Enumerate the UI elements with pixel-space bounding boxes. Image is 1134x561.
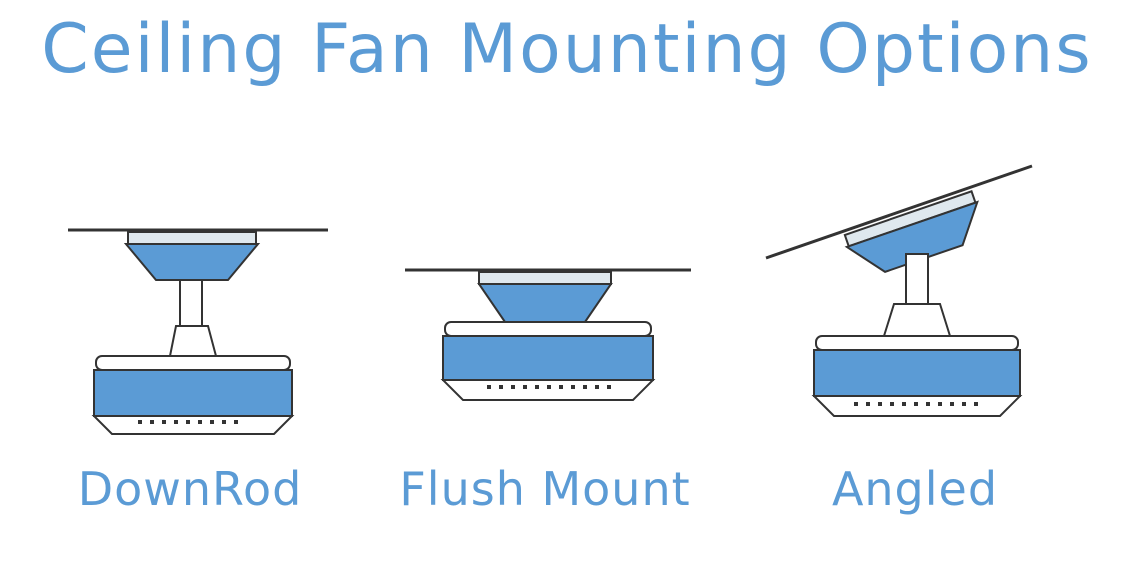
motor-housing-top <box>815 335 1019 351</box>
label-flush-mount: Flush Mount <box>399 462 691 516</box>
motor-housing <box>93 369 293 417</box>
flush-mount-fan-illustration <box>375 150 735 450</box>
motor-housing <box>813 349 1021 397</box>
angled-fan-illustration <box>760 150 1120 450</box>
light-kit <box>440 379 656 401</box>
light-kit <box>91 415 295 435</box>
page-title: Ceiling Fan Mounting Options <box>41 10 1093 89</box>
light-dots <box>138 420 238 424</box>
downrod-fan-illustration <box>10 150 370 450</box>
canopy <box>123 243 261 281</box>
label-downrod: DownRod <box>77 462 303 516</box>
downrod <box>905 253 929 305</box>
canopy <box>477 283 613 323</box>
motor-housing-top <box>444 321 652 337</box>
canopy <box>844 200 979 273</box>
downrod <box>179 279 203 327</box>
motor-collar <box>882 303 952 337</box>
label-angled: Angled <box>831 462 999 516</box>
canopy-plate <box>478 271 612 285</box>
motor-collar <box>168 325 218 357</box>
motor-housing <box>442 335 654 381</box>
motor-housing-top <box>95 355 291 371</box>
canopy-plate <box>127 231 257 245</box>
sloped-ceiling-line <box>765 164 1033 260</box>
light-dots <box>487 385 611 389</box>
light-dots <box>854 402 978 406</box>
